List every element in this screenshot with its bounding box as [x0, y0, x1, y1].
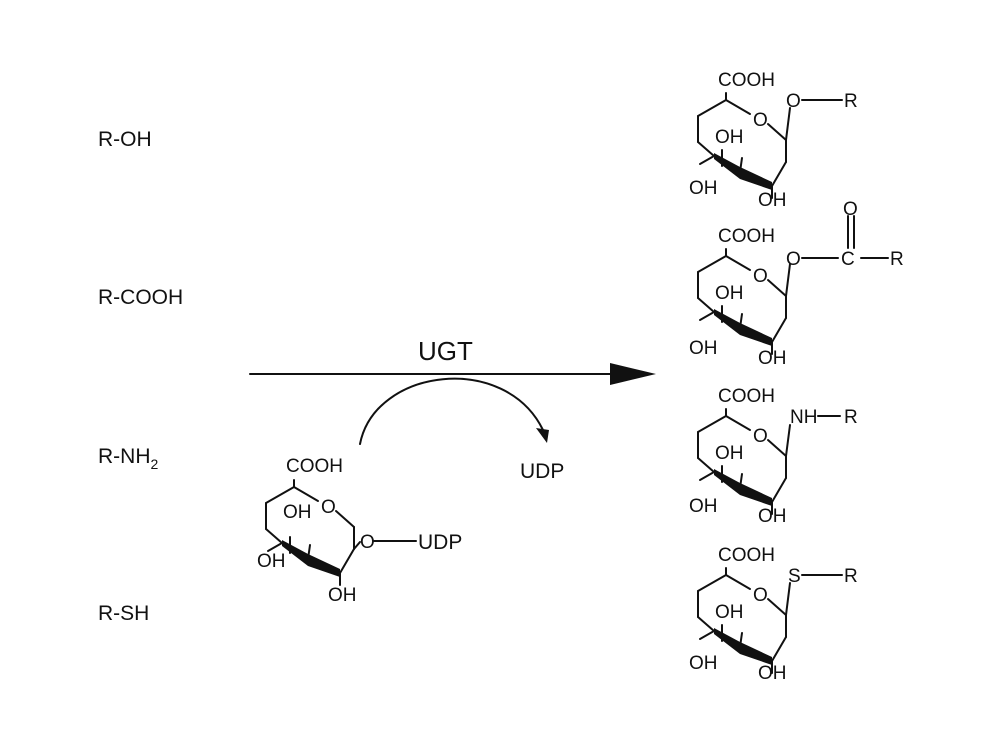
ester-oxygen: O	[786, 249, 801, 270]
carboxyl-group: COOH	[718, 386, 775, 407]
hydroxyl-c4: OH	[689, 653, 718, 674]
arrowhead-icon	[610, 363, 656, 385]
r-group: R	[844, 407, 858, 428]
ring-oxygen: O	[753, 585, 768, 606]
subscript: 2	[151, 456, 159, 472]
hydroxyl-c2: OH	[758, 663, 787, 684]
byproduct-arrow	[359, 377, 549, 445]
product-acyl-glucuronide: COOH O O C O R OH OH OH	[689, 199, 904, 369]
ring-oxygen: O	[753, 110, 768, 131]
product-n-glucuronide: COOH O NH R OH OH OH	[689, 386, 858, 527]
substrate-label: R-COOH	[98, 286, 183, 309]
glycosidic-oxygen: O	[360, 532, 375, 553]
byproduct-label: UDP	[520, 460, 564, 483]
linker-atom: S	[788, 566, 801, 587]
hydroxyl-c3: OH	[283, 502, 312, 523]
product-o-glucuronide: COOH O O R OH OH OH	[689, 70, 858, 211]
carbonyl-carbon: C	[841, 249, 855, 270]
ring-oxygen: O	[321, 497, 336, 518]
reaction-arrow	[249, 363, 656, 385]
r-group: R	[844, 566, 858, 587]
arrowhead-icon	[536, 428, 549, 443]
udp-group: UDP	[418, 531, 462, 554]
hydroxyl-c2: OH	[758, 348, 787, 369]
enzyme-label: UGT	[418, 336, 473, 366]
substrate-r-nh2: R-NH2	[98, 445, 159, 472]
substrate-r-sh: R-SH	[98, 602, 149, 625]
carboxyl-group: COOH	[286, 456, 343, 477]
r-group: R	[844, 91, 858, 112]
substrate-label: R-SH	[98, 602, 149, 625]
substrate-label: R-OH	[98, 128, 152, 151]
ring-oxygen: O	[753, 426, 768, 447]
hydroxyl-c4: OH	[257, 551, 286, 572]
hydroxyl-c3: OH	[715, 602, 744, 623]
hydroxyl-c4: OH	[689, 178, 718, 199]
product-s-glucuronide: COOH O S R OH OH OH	[689, 545, 858, 684]
ring-oxygen: O	[753, 266, 768, 287]
carboxyl-group: COOH	[718, 226, 775, 247]
r-group: R	[890, 249, 904, 270]
hydroxyl-c3: OH	[715, 127, 744, 148]
carbonyl-oxygen: O	[843, 199, 858, 220]
hydroxyl-c2: OH	[758, 506, 787, 527]
substrate-r-cooh: R-COOH	[98, 286, 183, 309]
carboxyl-group: COOH	[718, 70, 775, 91]
hydroxyl-c4: OH	[689, 496, 718, 517]
substrate-r-oh: R-OH	[98, 128, 152, 151]
hydroxyl-c3: OH	[715, 443, 744, 464]
carboxyl-group: COOH	[718, 545, 775, 566]
hydroxyl-c3: OH	[715, 283, 744, 304]
hydroxyl-c4: OH	[689, 338, 718, 359]
udp-glucuronic-acid: COOH O OH OH OH O UDP	[257, 456, 462, 606]
hydroxyl-c2: OH	[758, 190, 787, 211]
linker-atom: NH	[790, 407, 817, 428]
substrate-label: R-NH2	[98, 445, 159, 472]
linker-atom: O	[786, 91, 801, 112]
hydroxyl-c2: OH	[328, 585, 357, 606]
